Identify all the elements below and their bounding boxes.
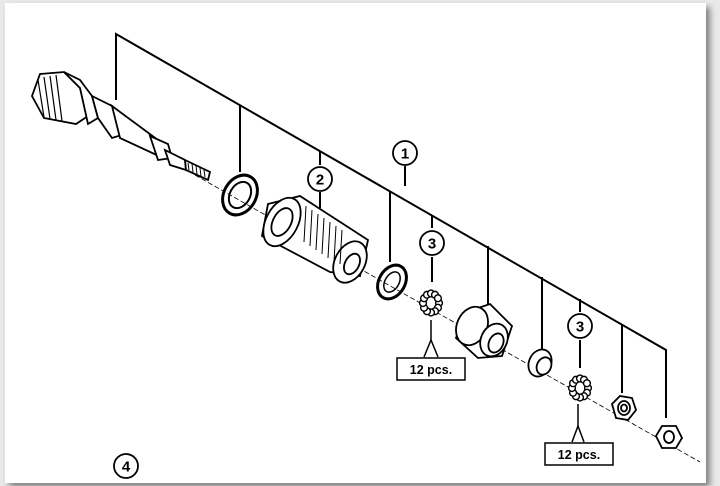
callout-2: 2	[307, 166, 333, 192]
callout-4: 4	[113, 453, 139, 479]
bushing	[527, 348, 553, 378]
bearing-ball	[582, 379, 592, 388]
quantity-label-right: 12 pcs.	[544, 404, 614, 466]
end-nut	[654, 425, 684, 449]
callout-3-left: 3	[419, 230, 445, 256]
svg-text:3: 3	[576, 319, 584, 336]
svg-text:12 pcs.: 12 pcs.	[410, 363, 452, 377]
svg-text:4: 4	[122, 459, 131, 476]
threaded-cup	[260, 195, 370, 284]
svg-text:2: 2	[316, 172, 324, 189]
washer	[376, 263, 408, 301]
quantity-label-left: 12 pcs.	[396, 320, 466, 381]
callout-1: 1	[392, 140, 418, 166]
axle-spindle	[31, 71, 212, 182]
leader-bracket	[115, 32, 667, 418]
svg-text:12 pcs.: 12 pcs.	[558, 448, 600, 462]
sleeve	[454, 302, 514, 359]
svg-text:3: 3	[428, 236, 436, 253]
callout-3-right: 3	[567, 313, 593, 339]
bearing-ball	[433, 294, 443, 303]
lock-nut	[610, 395, 638, 421]
ball-bearing-ring-left	[418, 289, 444, 317]
svg-text:1: 1	[401, 146, 409, 163]
ball-bearing-ring-right	[567, 374, 593, 402]
seal-ring	[221, 173, 259, 217]
